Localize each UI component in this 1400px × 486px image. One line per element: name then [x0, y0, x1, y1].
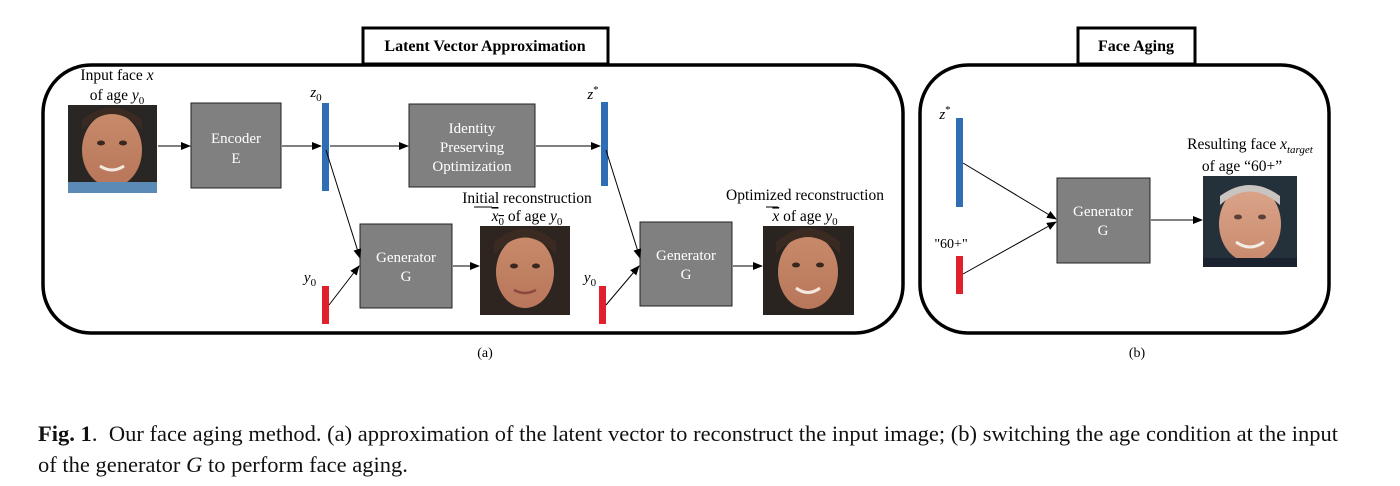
encoder-label: Encoder: [211, 131, 261, 147]
initial-reconstruction-image: [480, 226, 570, 315]
zstar-vector-b: [956, 118, 963, 207]
arrow-age-to-generator-b: [962, 221, 1057, 275]
caption-text-2: to perform face aging.: [202, 452, 408, 477]
panel-a-label: (a): [477, 346, 493, 361]
z0-vector: [322, 103, 329, 191]
panel-a: Latent Vector Approximation Input face x…: [41, 26, 905, 361]
optimized-recon-label: Optimized reconstruction: [726, 187, 884, 204]
y0-label-2: y0: [582, 270, 597, 289]
result-age-label: of age “60+”: [1202, 158, 1282, 175]
age-60-label: "60+": [934, 237, 967, 252]
identity-optimization-box: [408, 103, 536, 188]
encoder-box: [190, 102, 282, 189]
optimized-recon-age-label: x of age y0: [771, 208, 838, 228]
y0-label-1: y0: [302, 270, 317, 289]
optimized-reconstruction-image: [763, 226, 854, 315]
panel-b-title-box: [1076, 26, 1197, 66]
identity-label-3: Optimization: [432, 159, 512, 175]
age-60-vector: [956, 256, 963, 294]
panel-b-title: Face Aging: [1098, 38, 1174, 55]
figure-caption: Fig. 1. Our face aging method. (a) appro…: [38, 421, 1339, 477]
panel-a-title: Latent Vector Approximation: [384, 38, 585, 55]
generator-b-label: Generator: [1073, 204, 1133, 220]
y0-vector-2: [599, 286, 606, 324]
input-face-image: [68, 105, 157, 193]
generator-2-box: [639, 221, 733, 307]
generator-2-label: Generator: [656, 248, 716, 264]
zstar-label: z*: [586, 84, 598, 103]
generator-1-box: [359, 223, 453, 309]
arrow-z0-to-generator-1: [325, 149, 362, 259]
zstar-vector: [601, 102, 608, 186]
aged-face-image: [1203, 176, 1297, 267]
initial-recon-label: Initial reconstruction: [462, 190, 592, 207]
input-face-label: Input face x: [80, 67, 153, 84]
panel-b-label: (b): [1129, 346, 1146, 361]
y0-vector-1: [322, 286, 329, 324]
generator-b-box: [1056, 177, 1151, 264]
result-face-label: Resulting face xtarget: [1187, 136, 1314, 156]
input-age-label: of age y0: [90, 87, 145, 107]
arrow-y0-to-generator-2: [605, 265, 640, 306]
generator-1-label: Generator: [376, 250, 436, 266]
z0-label: z0: [309, 85, 322, 104]
caption-fig-number: Fig. 1: [38, 421, 92, 446]
panel-a-title-box: [361, 26, 610, 66]
arrow-y0-to-generator-1: [328, 265, 360, 306]
zstar-label-b: z*: [938, 104, 950, 123]
arrow-zstar-to-generator-b: [962, 162, 1057, 220]
caption-text-1: Our face aging method. (a) approximation…: [38, 421, 1339, 477]
generator-1-letter: G: [401, 269, 412, 285]
caption-generator-symbol: G: [186, 452, 203, 477]
panel-b: Face Aging z* "60+" Generator G Resultin…: [918, 26, 1331, 361]
face-aging-diagram: Latent Vector Approximation Input face x…: [41, 26, 1331, 361]
encoder-letter: E: [231, 151, 240, 167]
generator-b-letter: G: [1098, 223, 1109, 239]
initial-recon-age-label: x0 of age y0: [491, 208, 563, 228]
identity-label-2: Preserving: [440, 140, 505, 156]
arrow-zstar-to-generator-2: [605, 149, 642, 259]
identity-label-1: Identity: [449, 121, 496, 137]
generator-2-letter: G: [681, 267, 692, 283]
